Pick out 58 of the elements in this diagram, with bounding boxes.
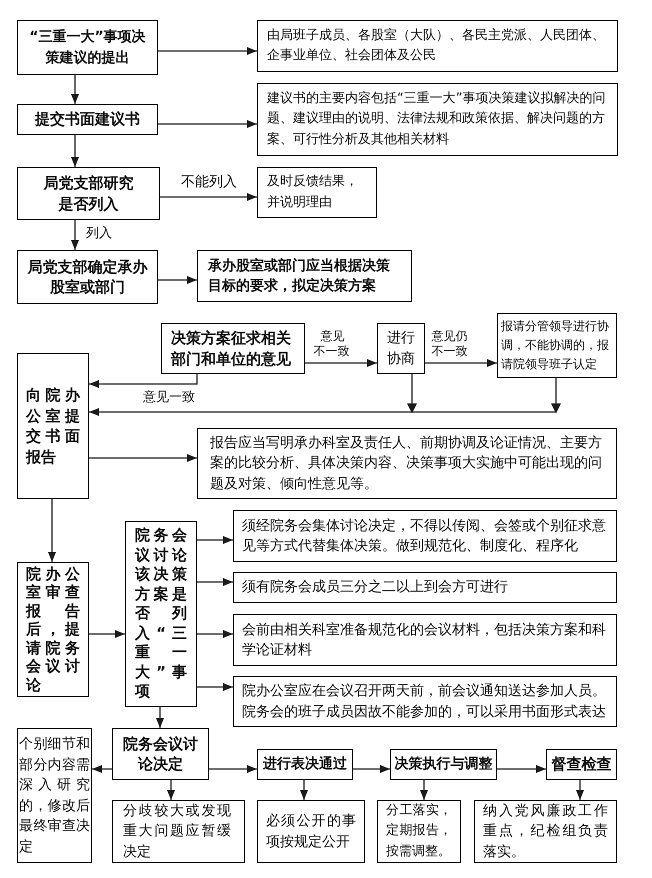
process-box: 院办公室审查报告后，提请院务会议讨论 (17, 562, 89, 697)
process-box: 院务会议讨论该决策方案是否列入“三重一大”事项 (125, 521, 197, 707)
description-box: 纳入党风廉政工作重点，纪检组负责落实。 (474, 800, 617, 863)
arrow (576, 780, 584, 800)
arrow (305, 359, 377, 367)
arrow (158, 47, 257, 55)
description-box: 报告应当写明承办科室及责任人、前期协调及论证情况、主要方案的比较分析、具体决策内容、决策事项大实施中可能出现的问题及对策、倾向性意见等。 (197, 428, 617, 499)
description-box: 分歧较大或发现重大问题应暂缓决定 (112, 800, 245, 863)
arrow (197, 578, 233, 586)
arrow (89, 630, 125, 638)
arrow (92, 765, 112, 773)
process-box: 督查检查 (546, 749, 617, 780)
arrow (197, 536, 233, 544)
process-box: 进行表决通过 (257, 749, 353, 780)
arrow (158, 276, 197, 284)
description-box: 及时反馈结果，并说明理由 (257, 167, 377, 218)
process-box: 局党支部研究是否列入 (17, 167, 160, 220)
description-box: 须有院务会成员三分之二以上到会方可进行 (233, 572, 617, 603)
arrow (89, 454, 197, 462)
arrow (156, 707, 164, 728)
description-box: 必须公开的事项按规定公开 (257, 800, 365, 863)
description-box: 进行协商 (377, 323, 425, 374)
arrow (353, 765, 390, 773)
arrow (89, 374, 198, 388)
arrow (197, 630, 233, 638)
arrow (425, 359, 497, 367)
process-box: 决策执行与调整 (390, 749, 497, 780)
process-box: “三重一大”事项决策建议的提出 (17, 20, 158, 75)
process-box: 提交书面建议书 (17, 104, 158, 135)
edge-label: 不能列入 (181, 175, 237, 190)
process-box: 决策方案征求相关部门和单位的意见 (161, 323, 305, 374)
process-box: 局党支部确定承办股室或部门 (17, 250, 158, 304)
description-box: 由局班子成员、各股室（大队）、各民主党派、人民团体、企事业单位、社会团体及公民 (257, 20, 618, 72)
process-box: 院务会议讨论决定 (112, 728, 209, 780)
description-box: 会前由相关科室准备规范化的会议材料，包括决策方案和科学论证材料 (233, 614, 617, 666)
arrow (300, 780, 308, 800)
process-box: 承办股室或部门应当根据决策目标的要求，拟定决策方案 (197, 250, 412, 302)
arrow (71, 135, 79, 167)
edge-label: 列入 (86, 226, 112, 241)
arrow (88, 373, 562, 416)
arrow (48, 499, 56, 562)
arrow (420, 780, 428, 800)
arrow (71, 220, 79, 250)
edge-label: 意见一致 (143, 390, 195, 405)
process-box: 向院办公室提交书面报告 (17, 353, 89, 499)
arrow (158, 120, 257, 128)
description-box: 分工落实，定期报告，按需调整。 (377, 800, 461, 863)
description-box: 建议书的主要内容包括“三重一大”事项决策建议拟解决的问题、建议理由的说明、法律法规和政策依据、解决问题的方案、可行性分析及其他相关材料 (257, 83, 618, 156)
arrow (160, 193, 257, 201)
arrow (71, 75, 79, 104)
description-box: 院办公室应在会议召开两天前，前会议通知送达参加人员。院务会的班子成员因故不能参加的，可以采用书面形式表达 (233, 676, 617, 727)
arrow (209, 765, 257, 773)
arrow (497, 765, 546, 773)
description-box: 须经院务会集体讨论决定，不得以传阅、会签或个别征求意见等方式代替集体决策。做到规范化、制度化、程序化 (233, 510, 617, 562)
description-box: 个别细节和部分内容需深入研究的，修改后最终审查决定 (17, 728, 92, 863)
description-box: 报请分管领导进行协调，不能协调的，报请院领导班子认定 (497, 313, 617, 378)
arrow (167, 780, 175, 800)
arrow (197, 683, 233, 691)
